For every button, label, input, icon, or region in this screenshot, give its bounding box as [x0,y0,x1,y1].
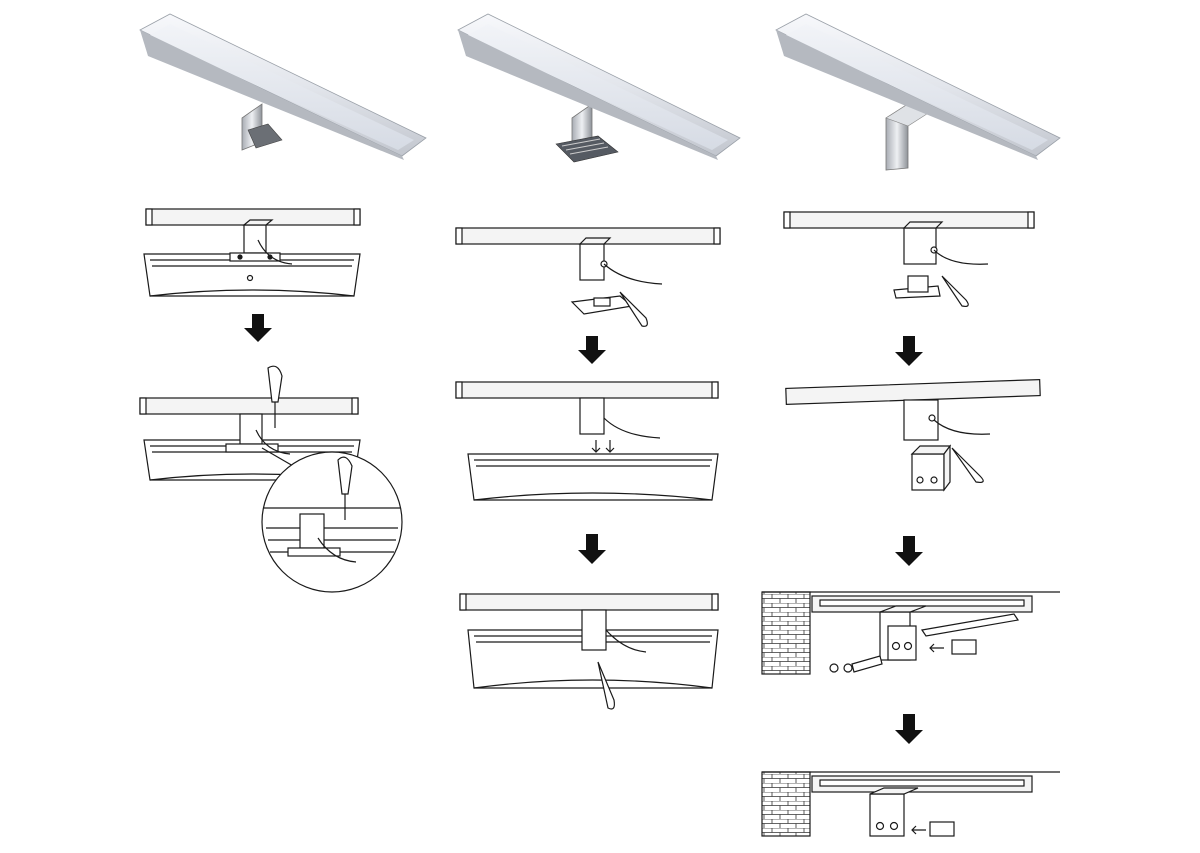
down-arrow-icon [895,714,923,744]
column-3-step-1 [783,211,1035,307]
column-3-step-3 [761,591,1060,675]
column-2-step-3 [459,593,719,710]
product-render-clamp [139,13,427,160]
column-1-step-1 [143,208,361,297]
product-render-wall-box [775,13,1061,171]
column-2-step-1 [455,227,721,327]
down-arrow-icon [895,336,923,366]
column-2-step-2 [455,381,719,501]
column-3-step-4 [761,771,1060,837]
column-3-step-2 [785,378,1041,492]
down-arrow-icon [578,534,606,564]
down-arrow-icon [895,536,923,566]
down-arrow-icon [244,314,272,342]
product-render-bracket [457,13,741,163]
column-1-detail-magnifier [261,447,403,593]
down-arrow-icon [578,336,606,364]
